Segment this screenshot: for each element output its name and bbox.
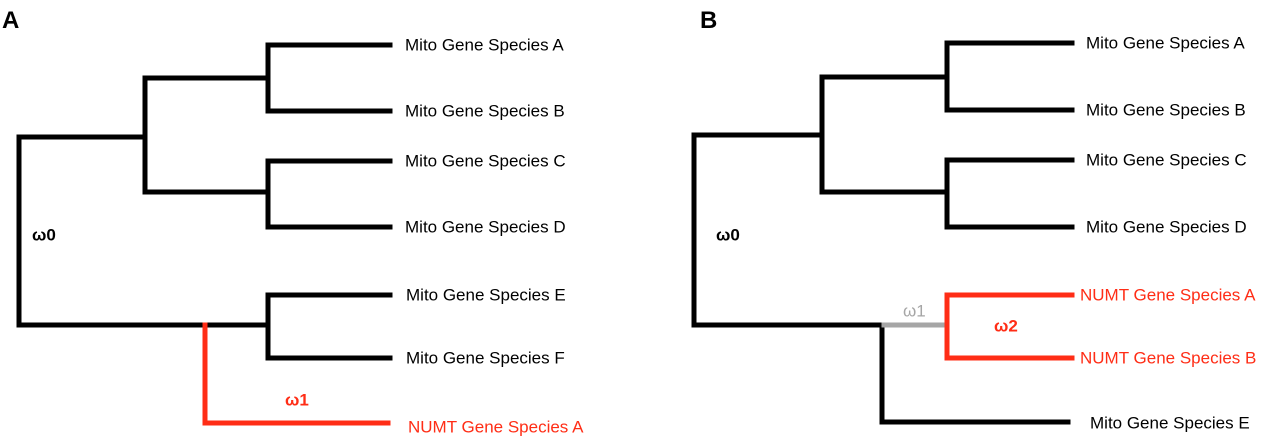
panel-a-label: A (2, 7, 19, 34)
tree-branches-mito (691, 40, 1075, 425)
leaf-label: Mito Gene Species E (406, 285, 566, 304)
panel-b-label: B (700, 7, 717, 34)
omega1-label: ω1 (903, 301, 926, 320)
panel-b: B Mito Gene Species A Mito Gene Species … (691, 7, 1256, 432)
omega2-label: ω2 (994, 316, 1018, 335)
leaf-label: Mito Gene Species B (405, 101, 565, 120)
omega1-label: ω1 (285, 390, 309, 409)
panel-a: A Mito Gene Species A Mito Gene Species … (2, 7, 584, 436)
leaf-label-numt: NUMT Gene Species B (1080, 348, 1256, 367)
leaf-label: Mito Gene Species F (406, 348, 565, 367)
leaf-label-numt: NUMT Gene Species A (1080, 285, 1256, 304)
leaf-label: Mito Gene Species B (1086, 100, 1246, 119)
omega0-label: ω0 (32, 225, 56, 244)
tree-branch-numt (944, 292, 1075, 361)
tree-branches-mito (16, 42, 393, 361)
leaf-label-numt: NUMT Gene Species A (408, 417, 584, 436)
leaf-label: Mito Gene Species D (1086, 217, 1247, 236)
leaf-label: Mito Gene Species C (405, 151, 566, 170)
tree-branch-numt (202, 322, 391, 426)
leaf-label: Mito Gene Species A (405, 35, 564, 54)
omega0-label: ω0 (716, 225, 740, 244)
leaf-label: Mito Gene Species C (1086, 150, 1247, 169)
leaf-label: Mito Gene Species D (405, 217, 566, 236)
leaf-label: Mito Gene Species A (1086, 33, 1245, 52)
leaf-label: Mito Gene Species E (1090, 413, 1250, 432)
